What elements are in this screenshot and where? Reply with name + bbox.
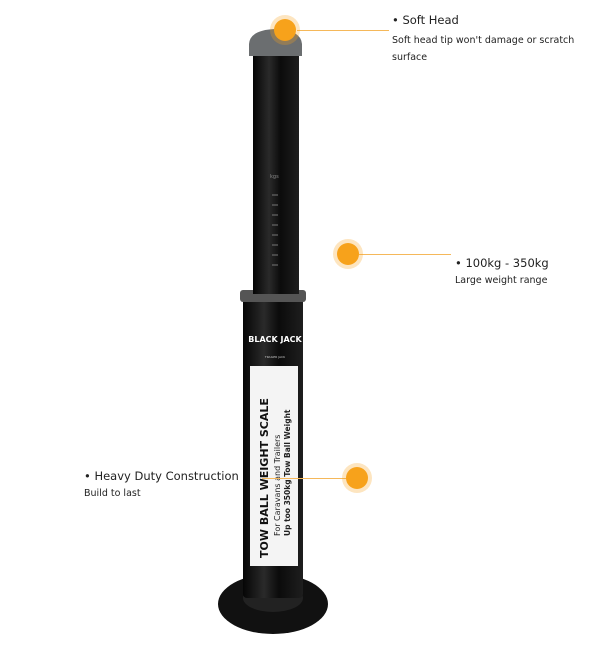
callout-title: • Heavy Duty Construction bbox=[84, 469, 239, 483]
callout-dot-icon bbox=[337, 243, 359, 265]
callout-soft-head: • Soft Head Soft head tip won't damage o… bbox=[392, 13, 582, 66]
brand-logo: BLACK JACK bbox=[248, 335, 302, 344]
callout-description: Soft head tip won't damage or scratch su… bbox=[392, 35, 575, 63]
callout-line bbox=[359, 254, 451, 255]
callout-description: Build to last bbox=[84, 488, 141, 499]
callout-dot-icon bbox=[346, 467, 368, 489]
brand-tagline: TRAILER JACK bbox=[264, 355, 286, 359]
callout-heavy-duty: • Heavy Duty Construction Build to last bbox=[84, 469, 254, 502]
callout-title: • Soft Head bbox=[392, 13, 459, 27]
callout-line bbox=[297, 30, 389, 31]
callout-line bbox=[262, 478, 348, 479]
label-subtitle: For Caravans and Trailers bbox=[273, 435, 282, 536]
scale-markings bbox=[272, 194, 278, 266]
callout-weight-range: • 100kg - 350kg Large weight range bbox=[455, 256, 595, 289]
callout-dot-icon bbox=[274, 19, 296, 41]
upper-tube bbox=[253, 52, 299, 294]
scale-unit: kgs bbox=[270, 174, 279, 180]
product-label bbox=[250, 366, 298, 566]
label-capacity: Up too 350kg Tow Ball Weight bbox=[283, 409, 292, 536]
callout-title: • 100kg - 350kg bbox=[455, 256, 549, 270]
callout-description: Large weight range bbox=[455, 275, 548, 286]
